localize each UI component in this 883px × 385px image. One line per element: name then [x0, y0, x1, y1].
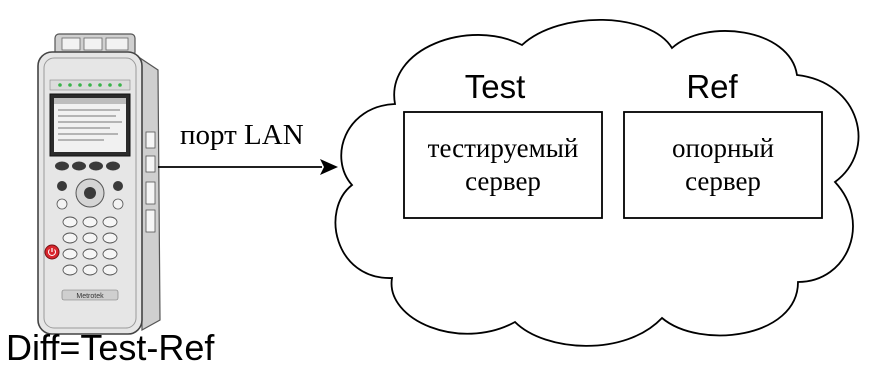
tester-device: Metrotek	[37, 33, 161, 335]
ref-server-line1: опорный	[672, 133, 774, 163]
device-top-connectors	[54, 33, 136, 57]
ref-server-line2: сервер	[685, 166, 761, 196]
ref-server-box: опорный сервер	[623, 111, 823, 219]
lan-port-label: порт LAN	[180, 119, 304, 151]
diff-formula: Diff=Test-Ref	[6, 327, 215, 368]
power-button-icon	[44, 244, 60, 260]
device-brand-plate: Metrotek	[61, 289, 119, 301]
device-function-keys	[55, 161, 120, 171]
device-numeric-keypad	[62, 216, 118, 276]
device-screen	[49, 93, 131, 157]
device-side-ports	[145, 131, 156, 233]
test-server-line2: сервер	[465, 166, 541, 196]
test-server-line1: тестируемый	[428, 133, 579, 163]
device-navigation-pad	[56, 178, 124, 210]
test-server-box: тестируемый сервер	[403, 111, 603, 219]
device-brand-text: Metrotek	[76, 293, 104, 300]
device-led-strip	[49, 79, 131, 91]
test-title: Test	[465, 68, 526, 105]
ref-title: Ref	[686, 68, 738, 105]
lan-link-arrow	[158, 159, 338, 175]
